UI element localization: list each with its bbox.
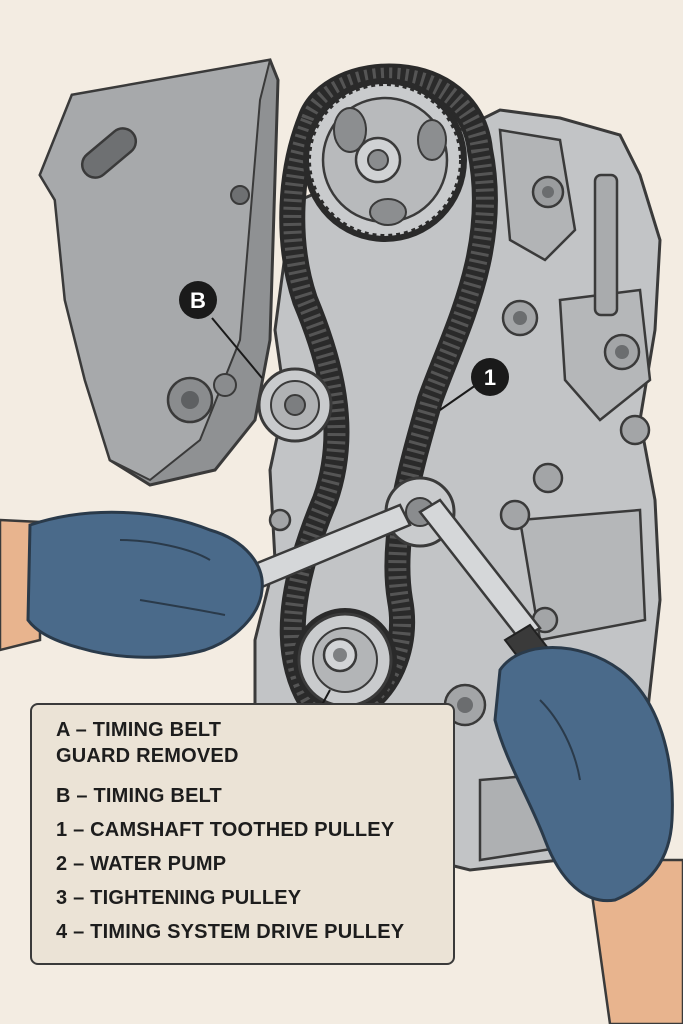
legend-item-a: A – TIMING BELT [56,719,222,741]
svg-text:B: B [190,288,206,313]
left-gloved-hand [0,510,264,659]
legend-item-b: B – TIMING BELT [56,785,222,807]
timing-belt-guard [38,58,280,487]
legend-box: A – TIMING BELT GUARD REMOVED B – TIMING… [30,703,455,965]
callout-b: B [179,281,217,319]
camshaft-pulley [303,78,467,242]
legend-item-a-continued: GUARD REMOVED [56,745,239,767]
svg-text:1: 1 [484,365,496,390]
legend-item-3: 3 – TIGHTENING PULLEY [56,887,302,909]
legend-item-2: 2 – WATER PUMP [56,853,227,875]
legend-item-1: 1 – CAMSHAFT TOOTHED PULLEY [56,819,395,841]
drive-pulley [293,608,397,712]
idler-pulley [257,367,333,443]
callout-1: 1 [471,358,509,396]
legend-item-4: 4 – TIMING SYSTEM DRIVE PULLEY [56,921,405,943]
right-gloved-hand [493,646,683,1024]
